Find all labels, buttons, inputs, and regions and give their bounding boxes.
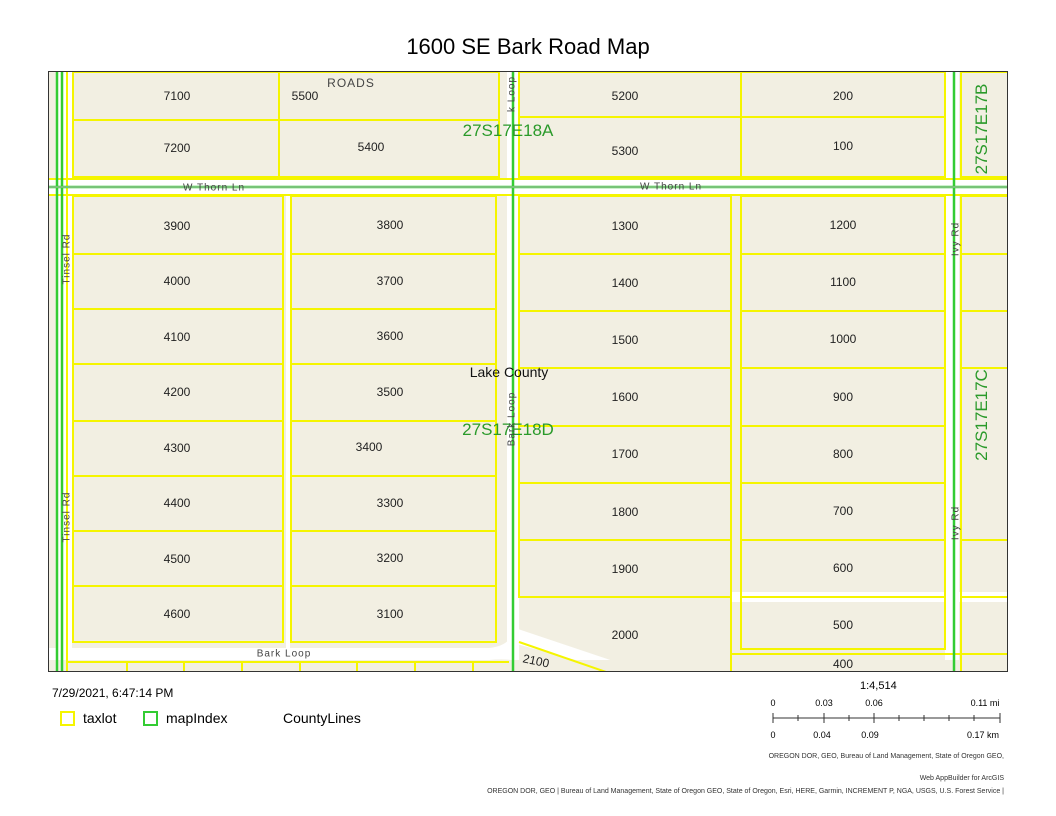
taxlot-label[interactable]: 4400 — [163, 496, 191, 510]
taxlot-label[interactable]: 1900 — [611, 562, 639, 576]
mapindex-label[interactable]: 27S17E18D — [462, 420, 554, 439]
scale-tick-label: 0.06 — [865, 698, 883, 708]
taxlot-swatch-icon — [60, 710, 75, 726]
taxlot-label[interactable]: 3700 — [376, 274, 404, 288]
mapindex-label[interactable]: 27S17E18A — [462, 121, 554, 140]
taxlot-label[interactable]: 1300 — [611, 219, 639, 233]
taxlot-label[interactable]: 1600 — [611, 390, 639, 404]
scale-tick-label: 0 — [770, 698, 776, 708]
timestamp: 7/29/2021, 6:47:14 PM — [52, 686, 174, 700]
taxlot-label[interactable]: 1700 — [611, 447, 639, 461]
taxlot-label[interactable]: 3900 — [163, 219, 191, 233]
mapindex-swatch-icon — [143, 710, 158, 726]
road-label-tinsel: Tinsel Rd — [61, 233, 73, 285]
taxlot-label[interactable]: 1400 — [611, 276, 639, 290]
legend-item-countylines: CountyLines — [283, 708, 361, 728]
legend-label: mapIndex — [166, 710, 228, 726]
road-label-bark-loop: Bark Loop — [256, 648, 312, 660]
taxlot-label[interactable]: 5200 — [611, 89, 639, 103]
taxlot-label[interactable]: 7200 — [163, 141, 191, 155]
scale-tick-label: 0.11 mi — [970, 698, 1000, 708]
road-ivy-rd — [945, 72, 959, 671]
road-label-thorn: W Thorn Ln — [182, 182, 246, 194]
taxlot-label[interactable]: 2000 — [611, 628, 639, 642]
legend-item-mapindex: mapIndex — [143, 708, 227, 728]
taxlot-label[interactable]: 600 — [832, 561, 854, 575]
scale-tick-label: 0.17 km — [966, 730, 1000, 740]
road-label-ivy: Ivy Rd — [950, 221, 962, 257]
taxlot-label[interactable]: 800 — [832, 447, 854, 461]
taxlot-label[interactable]: 3100 — [376, 607, 404, 621]
map-canvas[interactable]: 7100 5500 5200 200 7200 5400 5300 100 39… — [48, 71, 1008, 672]
taxlot-label[interactable]: 100 — [832, 139, 854, 153]
taxlot-label[interactable]: 4000 — [163, 274, 191, 288]
taxlot-label[interactable]: 4300 — [163, 441, 191, 455]
scale-bar — [772, 713, 1001, 723]
taxlot-label[interactable]: 1500 — [611, 333, 639, 347]
mapindex-label[interactable]: 27S17E17C — [972, 369, 991, 461]
road-label-bark-loop: Bark Loop — [506, 391, 518, 447]
taxlot-label[interactable]: 4500 — [163, 552, 191, 566]
road-label-thorn: W Thorn Ln — [639, 181, 703, 193]
taxlot-label[interactable]: 3600 — [376, 329, 404, 343]
taxlot-label[interactable]: 500 — [832, 618, 854, 632]
taxlot-label[interactable]: 3500 — [376, 385, 404, 399]
legend-item-taxlot: taxlot — [60, 708, 116, 728]
taxlot-label[interactable]: 4200 — [163, 385, 191, 399]
taxlot-label[interactable]: 700 — [832, 504, 854, 518]
road-label-tinsel: Tinsel Rd — [61, 491, 73, 543]
road-label-bark-loop: k Loop — [506, 75, 518, 113]
road-bark-loop — [49, 628, 519, 662]
taxlot-label[interactable]: 5500 — [291, 89, 319, 103]
county-label: Lake County — [469, 364, 549, 380]
taxlot-label[interactable]: 3800 — [376, 218, 404, 232]
mapindex-label[interactable]: 27S17E17B — [972, 83, 991, 175]
credits-line: OREGON DOR, GEO, Bureau of Land Manageme… — [768, 753, 1004, 760]
taxlot-label[interactable]: 1800 — [611, 505, 639, 519]
taxlot-label[interactable]: 5400 — [357, 140, 385, 154]
taxlot-label[interactable]: 3200 — [376, 551, 404, 565]
taxlot-label[interactable]: 3300 — [376, 496, 404, 510]
taxlot-label[interactable]: 200 — [832, 89, 854, 103]
scale-tick-label: 0.03 — [815, 698, 833, 708]
map-title: 1600 SE Bark Road Map — [406, 34, 650, 59]
taxlot-label[interactable]: 4100 — [163, 330, 191, 344]
taxlot-label[interactable]: 900 — [832, 390, 854, 404]
legend-label: taxlot — [83, 710, 117, 726]
taxlot-label[interactable]: 400 — [832, 657, 854, 671]
taxlot-label[interactable]: 1000 — [829, 332, 857, 346]
credits-line: OREGON DOR, GEO | Bureau of Land Managem… — [487, 788, 1004, 795]
taxlot-label[interactable]: 5300 — [611, 144, 639, 158]
taxlot-label[interactable]: 1200 — [829, 218, 857, 232]
taxlot-label[interactable]: 7100 — [163, 89, 191, 103]
road-label-ivy: Ivy Rd — [950, 505, 962, 541]
scale-tick-label: 0.04 — [813, 730, 831, 740]
taxlot-label[interactable]: 3400 — [355, 440, 383, 454]
roads-label: ROADS — [327, 76, 375, 90]
scale-ratio: 1:4,514 — [860, 680, 897, 692]
parcel-layer — [49, 72, 1007, 671]
scale-tick-label: 0 — [770, 730, 776, 740]
legend-label: CountyLines — [283, 710, 361, 726]
road-tinsel-rd — [58, 72, 72, 671]
credits-line: Web AppBuilder for ArcGIS — [919, 775, 1004, 782]
scale-tick-label: 0.09 — [861, 730, 879, 740]
taxlot-label[interactable]: 1100 — [830, 275, 856, 289]
taxlot-lines — [49, 72, 1007, 671]
taxlot-label[interactable]: 4600 — [163, 607, 191, 621]
